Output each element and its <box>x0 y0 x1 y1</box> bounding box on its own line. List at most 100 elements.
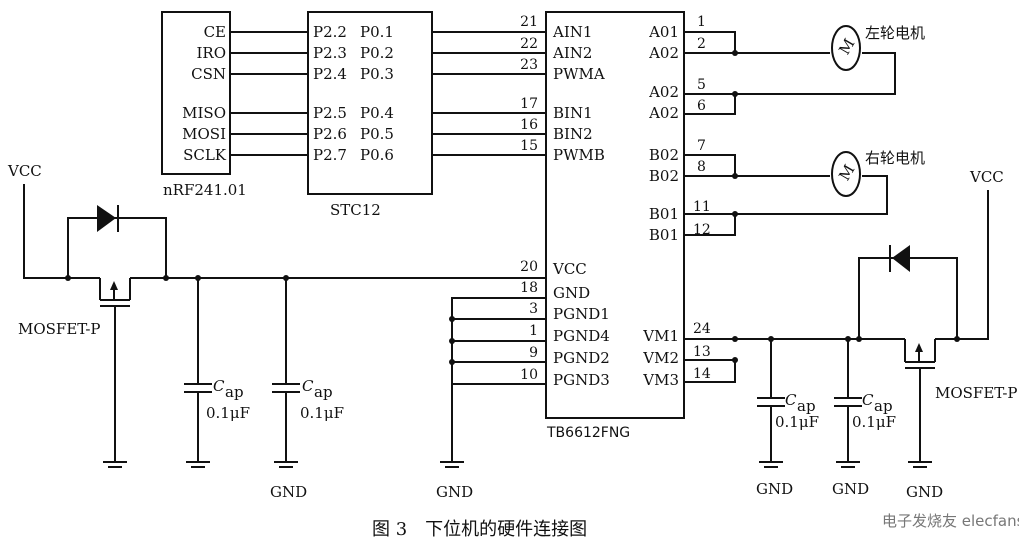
right-motor-label: 右轮电机 <box>865 149 925 167</box>
pin-pgnd3: PGND3 <box>553 371 610 389</box>
diode-left-icon <box>97 205 116 232</box>
pin-num-20: 20 <box>520 259 538 275</box>
nrf-pin-csn: CSN <box>191 65 226 83</box>
cap-label-3: C <box>785 391 797 409</box>
pin-num-3: 3 <box>529 301 538 317</box>
mosfet-right-icon <box>904 339 936 468</box>
right-motor-icon: M <box>831 151 861 197</box>
tb-right-numbers: 1 2 5 6 7 8 11 12 24 13 14 <box>693 14 711 382</box>
stc-name: STC12 <box>330 201 381 219</box>
nrf-name: nRF241.01 <box>163 181 247 199</box>
gnd-label-5: GND <box>906 483 943 501</box>
pin-bin2: BIN2 <box>553 125 593 143</box>
stc-pin-p24: P2.4 <box>313 65 347 83</box>
motor-wires <box>684 31 896 236</box>
tb6612-name: TB6612FNG <box>546 425 630 441</box>
nrf-chip <box>161 11 231 175</box>
stc-pin-p25: P2.5 <box>313 104 347 122</box>
cap-val-1: 0.1μF <box>206 404 250 422</box>
pin-a01: A01 <box>648 23 679 41</box>
pin-num-17: 17 <box>520 96 538 112</box>
left-motor-symbol: M <box>835 35 858 57</box>
pin-num-r14: 14 <box>693 366 711 382</box>
nrf-pin-ce: CE <box>204 23 226 41</box>
tb-left-numbers: 21 22 23 17 16 15 20 18 3 1 9 10 <box>520 14 538 383</box>
pin-a02-b: A02 <box>648 83 679 101</box>
pin-num-r5: 5 <box>697 77 706 93</box>
cap-val-3: 0.1μF <box>775 413 819 431</box>
pin-pgnd4: PGND4 <box>553 327 610 345</box>
ground-icon-1 <box>103 461 127 468</box>
tb-left-pins: AIN1 AIN2 PWMA BIN1 BIN2 PWMB VCC GND PG… <box>552 23 610 389</box>
stc-pin-p26: P2.6 <box>313 125 347 143</box>
pin-num-9: 9 <box>529 345 538 361</box>
pin-b01-b: B01 <box>649 226 679 244</box>
figure-caption: 图 3 下位机的硬件连接图 <box>372 519 587 540</box>
cap-sub-4: ap <box>874 397 893 415</box>
cap-val-2: 0.1μF <box>300 404 344 422</box>
pin-num-r24: 24 <box>693 321 711 337</box>
stc-pin-p06: P0.6 <box>360 146 394 164</box>
cap-right-1-icon <box>757 339 785 468</box>
cap-sub-3: ap <box>797 397 816 415</box>
pin-num-22: 22 <box>520 36 538 52</box>
pin-ain2: AIN2 <box>552 44 592 62</box>
pin-num-r13: 13 <box>693 344 711 360</box>
pin-num-r7: 7 <box>697 138 706 154</box>
gnd-label-3: GND <box>756 480 793 498</box>
right-motor-symbol: M <box>835 161 858 183</box>
gnd-label-2: GND <box>436 483 473 501</box>
pin-num-r8: 8 <box>697 159 706 175</box>
stc-chip <box>307 11 433 195</box>
pin-num-r6: 6 <box>697 98 706 114</box>
pin-num-r11: 11 <box>693 199 711 215</box>
pin-vm3: VM3 <box>642 371 679 389</box>
cap-label-4: C <box>862 391 874 409</box>
nrf-pin-mosi: MOSI <box>182 125 226 143</box>
spi-wires <box>230 31 308 156</box>
stc-pin-p04: P0.4 <box>360 104 394 122</box>
left-motor-icon: M <box>831 25 861 71</box>
cap-label-2: C <box>302 377 314 395</box>
gnd-label-4: GND <box>832 480 869 498</box>
diode-right-icon <box>892 245 910 272</box>
cap-left-2-icon <box>272 278 300 468</box>
pin-num-r2: 2 <box>697 36 706 52</box>
pin-vcc: VCC <box>552 260 587 278</box>
cap-val-4: 0.1μF <box>852 413 896 431</box>
nrf-pin-sclk: SCLK <box>183 146 227 164</box>
pin-num-15: 15 <box>520 138 538 154</box>
stc-pin-p02: P0.2 <box>360 44 394 62</box>
stc-pin-p05: P0.5 <box>360 125 394 143</box>
pin-pwmb: PWMB <box>553 146 605 164</box>
vcc-label-left: VCC <box>7 162 42 180</box>
pin-pwma: PWMA <box>553 65 605 83</box>
stc-pin-p23: P2.3 <box>313 44 347 62</box>
pin-a02-a: A02 <box>648 44 679 62</box>
left-power-network <box>23 184 546 281</box>
watermark: 电子发烧友 elecfans.com <box>882 512 1019 530</box>
pin-b02-a: B02 <box>649 146 679 164</box>
nrf-pin-miso: MISO <box>182 104 226 122</box>
vcc-label-right: VCC <box>969 168 1004 186</box>
stc-pins: P2.2 P2.3 P2.4 P2.5 P2.6 P2.7 P0.1 P0.2 … <box>313 23 394 164</box>
left-motor-label: 左轮电机 <box>865 24 925 42</box>
cap-label-1: C <box>213 377 225 395</box>
pin-num-16: 16 <box>520 117 538 133</box>
pin-vm2: VM2 <box>642 349 679 367</box>
stc-pin-p27: P2.7 <box>313 146 347 164</box>
mosfet-left-icon <box>99 278 131 462</box>
pin-a02-c: A02 <box>648 104 679 122</box>
pin-num-10: 10 <box>520 367 538 383</box>
cap-sub-1: ap <box>225 383 244 401</box>
vm-bus <box>684 190 989 383</box>
nrf-pins: CE IRO CSN MISO MOSI SCLK <box>182 23 227 164</box>
pin-ain1: AIN1 <box>552 23 592 41</box>
pin-pgnd2: PGND2 <box>553 349 610 367</box>
mosfet-right-label: MOSFET-P <box>935 384 1018 402</box>
control-wires <box>432 31 546 156</box>
cap-sub-2: ap <box>314 383 333 401</box>
stc-pin-p01: P0.1 <box>360 23 394 41</box>
pin-gnd: GND <box>553 284 590 302</box>
